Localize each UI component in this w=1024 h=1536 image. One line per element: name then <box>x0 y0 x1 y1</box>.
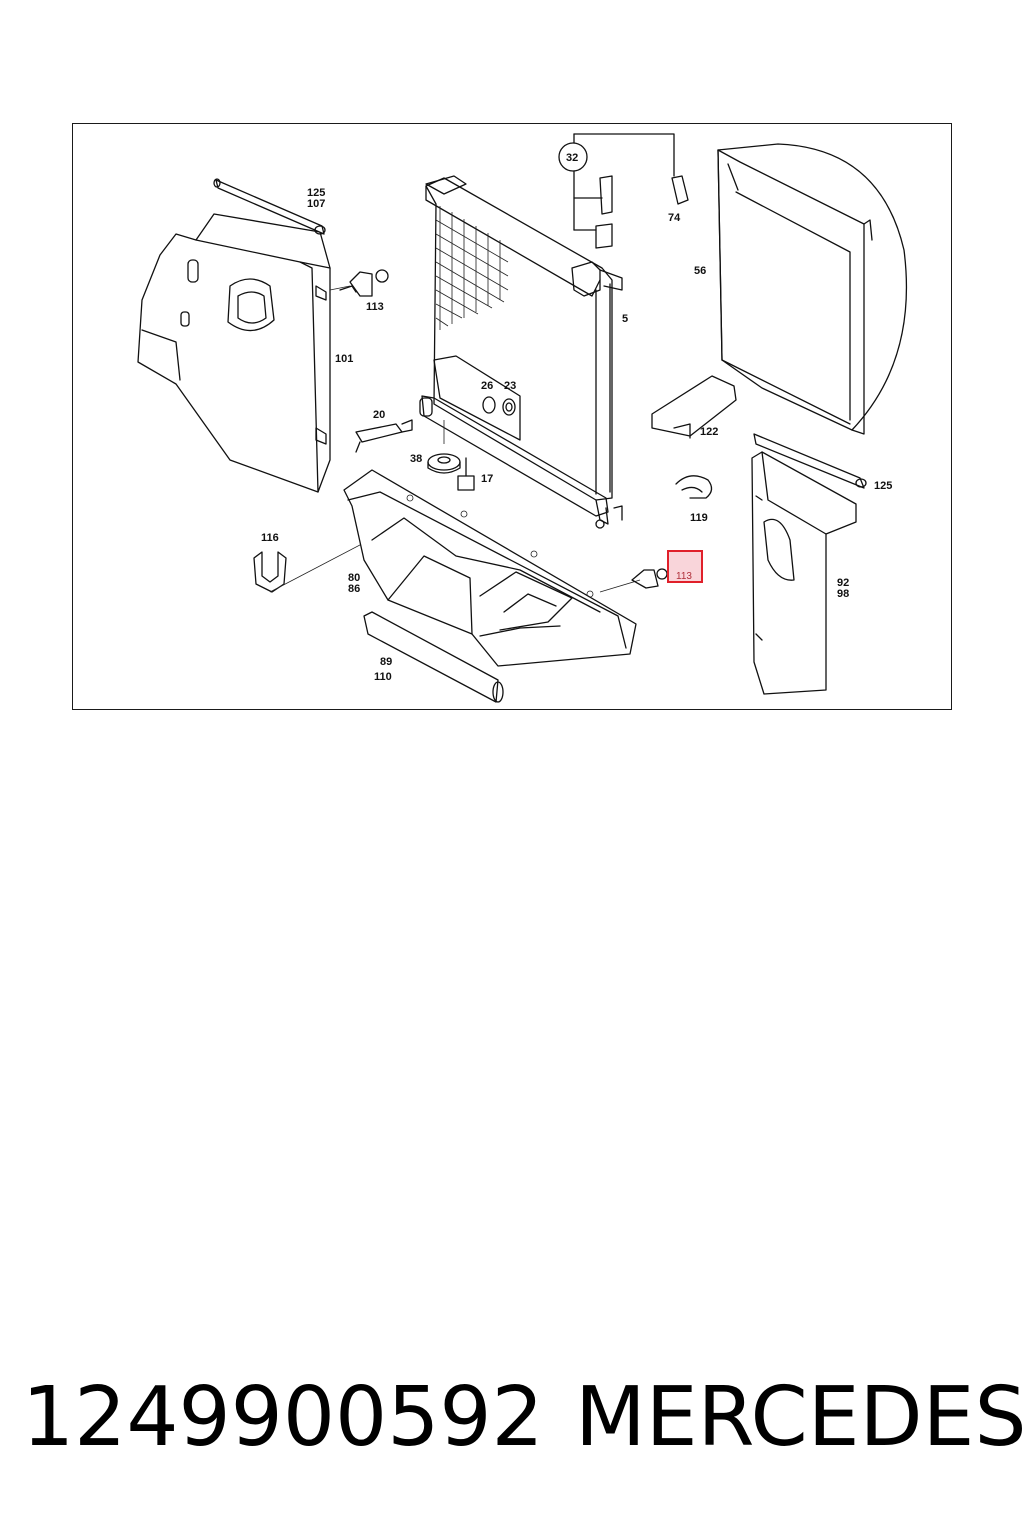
brand-name: MERCEDES <box>575 1370 1024 1465</box>
fan-shroud <box>717 143 908 435</box>
highlight-box <box>667 550 703 583</box>
label-122: 122 <box>700 426 718 438</box>
right-side-panel <box>751 451 857 695</box>
label-23: 23 <box>504 380 516 392</box>
label-86: 86 <box>348 583 360 595</box>
lower-frame <box>343 469 641 667</box>
clip-group-32 <box>558 133 689 249</box>
sensor-20 <box>355 419 413 453</box>
clip-113-lower <box>631 568 668 589</box>
label-92: 92 <box>837 577 849 589</box>
label-116: 116 <box>261 532 279 544</box>
label-113-highlighted: 113 <box>676 571 692 582</box>
parts-diagram: 125 107 113 101 20 38 17 26 23 32 74 5 5… <box>137 133 908 703</box>
label-119: 119 <box>690 512 708 524</box>
air-guide-122 <box>651 375 737 439</box>
left-side-panel <box>137 213 331 493</box>
part-number: 1249900592 <box>22 1370 544 1465</box>
label-101: 101 <box>335 353 353 365</box>
right-seal-strip <box>753 433 867 489</box>
label-38: 38 <box>410 453 422 465</box>
label-125-top: 125 <box>307 187 325 199</box>
plug-17 <box>457 457 475 491</box>
label-26: 26 <box>481 380 493 392</box>
label-89: 89 <box>380 656 392 668</box>
label-98: 98 <box>837 588 849 600</box>
label-17: 17 <box>481 473 493 485</box>
top-left-seal-strip <box>213 178 326 235</box>
label-56: 56 <box>694 265 706 277</box>
label-110: 110 <box>374 671 392 683</box>
radiator <box>419 175 623 529</box>
label-107: 107 <box>307 198 325 210</box>
label-125-right: 125 <box>874 480 892 492</box>
label-32: 32 <box>566 152 578 164</box>
clip-113-top <box>329 269 389 297</box>
grommet-38 <box>427 453 461 474</box>
label-74: 74 <box>668 212 681 224</box>
part-labels: 125 107 113 101 20 38 17 26 23 32 74 5 5… <box>261 152 892 683</box>
label-113-top: 113 <box>366 301 384 313</box>
radiator-core-grid <box>435 206 509 330</box>
label-5: 5 <box>622 313 628 325</box>
clamp-119 <box>675 475 713 499</box>
label-80: 80 <box>348 572 360 584</box>
front-seal-strip <box>363 611 504 703</box>
label-20: 20 <box>373 409 385 421</box>
